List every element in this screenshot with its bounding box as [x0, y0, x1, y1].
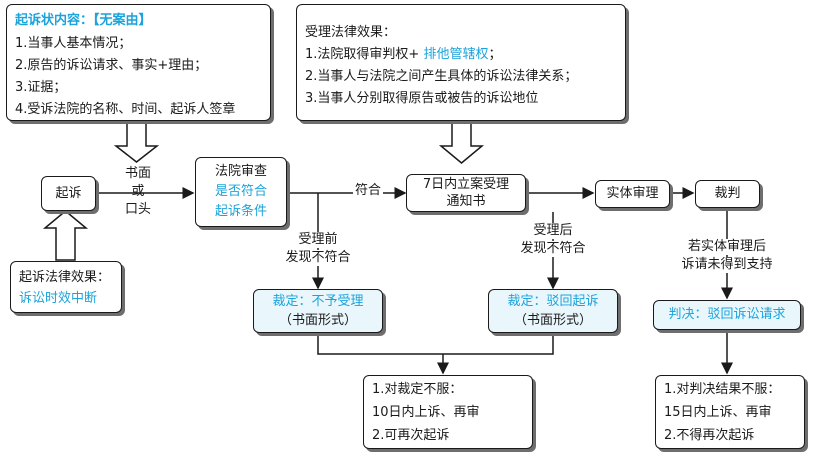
judgment-dismiss-box: 判决：驳回诉讼请求: [653, 300, 801, 330]
judgment-box: 裁判: [695, 180, 760, 208]
judgment-remedy-line-3: 2.不得再次起诉: [664, 428, 755, 443]
judgment-remedy-line-1: 1.对判决结果不服：: [664, 382, 781, 397]
ruling-no-accept-box: 裁定：不予受理 （书面形式）: [253, 289, 383, 333]
after-accept-line-1: 受理后: [514, 223, 592, 239]
filing-label: 起诉: [55, 186, 82, 201]
court-review-line-3: 起诉条件: [214, 204, 267, 219]
complaint-title: 起诉状内容：【无案由】: [15, 13, 152, 28]
ruling-dismiss-form: （书面形式）: [513, 313, 592, 328]
acceptance-effect-title: 受理法律效果：: [305, 25, 397, 40]
before-accept-line-2: 发现不符合: [280, 250, 356, 266]
acceptance-effect-box: 受理法律效果： 1.法院取得审判权+ 排他管辖权； 2.当事人与法院之间产生具体…: [296, 4, 626, 121]
court-review-line-1: 法院审查: [214, 164, 267, 179]
accept-notice-line-1: 7日内立案受理: [422, 177, 510, 192]
ruling-no-accept-title: 裁定：不予受理: [272, 294, 364, 309]
ruling-dismiss-title: 裁定：驳回起诉: [507, 294, 599, 309]
court-review-box: 法院审查 是否符合 起诉条件: [195, 157, 287, 227]
acceptance-effect-item-3: 3.当事人分别取得原告或被告的诉讼地位: [305, 91, 539, 106]
acceptance-effect-item-1-end: ；: [488, 47, 502, 62]
filing-mode-2: 或: [131, 184, 145, 199]
accept-notice-line-2: 通知书: [446, 194, 486, 209]
ruling-remedy-box: 1.对裁定不服： 10日内上诉、再审 2.可再次起诉: [363, 375, 533, 449]
complaint-item: 2.原告的诉讼请求、事实+理由；: [15, 58, 208, 73]
ruling-remedy-line-2: 10日内上诉、再审: [372, 405, 480, 420]
after-accept-line-2: 发现不符合: [514, 241, 592, 257]
complaint-content-box: 起诉状内容：【无案由】 1.当事人基本情况； 2.原告的诉讼请求、事实+理由； …: [6, 4, 271, 121]
hollow-up-arrow: [42, 210, 89, 261]
before-accept-line-1: 受理前: [280, 232, 356, 248]
unsupported-line-2: 诉请未得到支持: [673, 257, 781, 273]
accept-notice-box: 7日内立案受理 通知书: [406, 174, 526, 212]
acceptance-effect-item-1: 1.法院取得审判权+ 排他管辖权；: [305, 47, 501, 63]
filing-mode-1: 书面: [124, 166, 151, 181]
filing-effect-box: 起诉法律效果： 诉讼时效中断: [10, 261, 122, 313]
ruling-no-accept-form: （书面形式）: [278, 313, 357, 328]
court-review-line-2: 是否符合: [214, 184, 267, 199]
ruling-remedy-line-3: 2.可再次起诉: [372, 428, 450, 443]
acceptance-effect-item-1-text: 1.法院取得审判权+: [305, 47, 424, 62]
complaint-item: 4.受诉法院的名称、时间、起诉人签章: [15, 102, 236, 117]
judgment-remedy-box: 1.对判决结果不服： 15日内上诉、再审 2.不得再次起诉: [655, 375, 805, 449]
ruling-dismiss-box: 裁定：驳回起诉 （书面形式）: [488, 289, 618, 333]
hollow-down-arrow-left: [113, 121, 160, 163]
conforms-label: 符合: [353, 183, 384, 199]
complaint-item: 3.证据；: [15, 80, 67, 95]
substantive-trial-box: 实体审理: [595, 180, 670, 208]
filing-box: 起诉: [41, 176, 96, 211]
judgment-label: 裁判: [714, 186, 741, 201]
ruling-remedy-line-1: 1.对裁定不服：: [372, 382, 463, 397]
acceptance-effect-item-2: 2.当事人与法院之间产生具体的诉讼法律关系；: [305, 69, 578, 84]
exclusive-jurisdiction-text: 排他管辖权: [423, 47, 489, 62]
judgment-remedy-line-2: 15日内上诉、再审: [664, 405, 772, 420]
complaint-item: 1.当事人基本情况；: [15, 36, 132, 51]
substantive-trial-label: 实体审理: [606, 186, 659, 201]
limitation-interruption-text: 诉讼时效中断: [19, 291, 98, 306]
hollow-down-arrow-right: [438, 121, 485, 164]
filing-effect-title: 起诉法律效果：: [19, 270, 111, 285]
judgment-dismiss-label: 判决：驳回诉讼请求: [668, 307, 786, 322]
filing-mode-3: 口头: [124, 202, 151, 217]
unsupported-line-1: 若实体审理后: [673, 239, 781, 255]
